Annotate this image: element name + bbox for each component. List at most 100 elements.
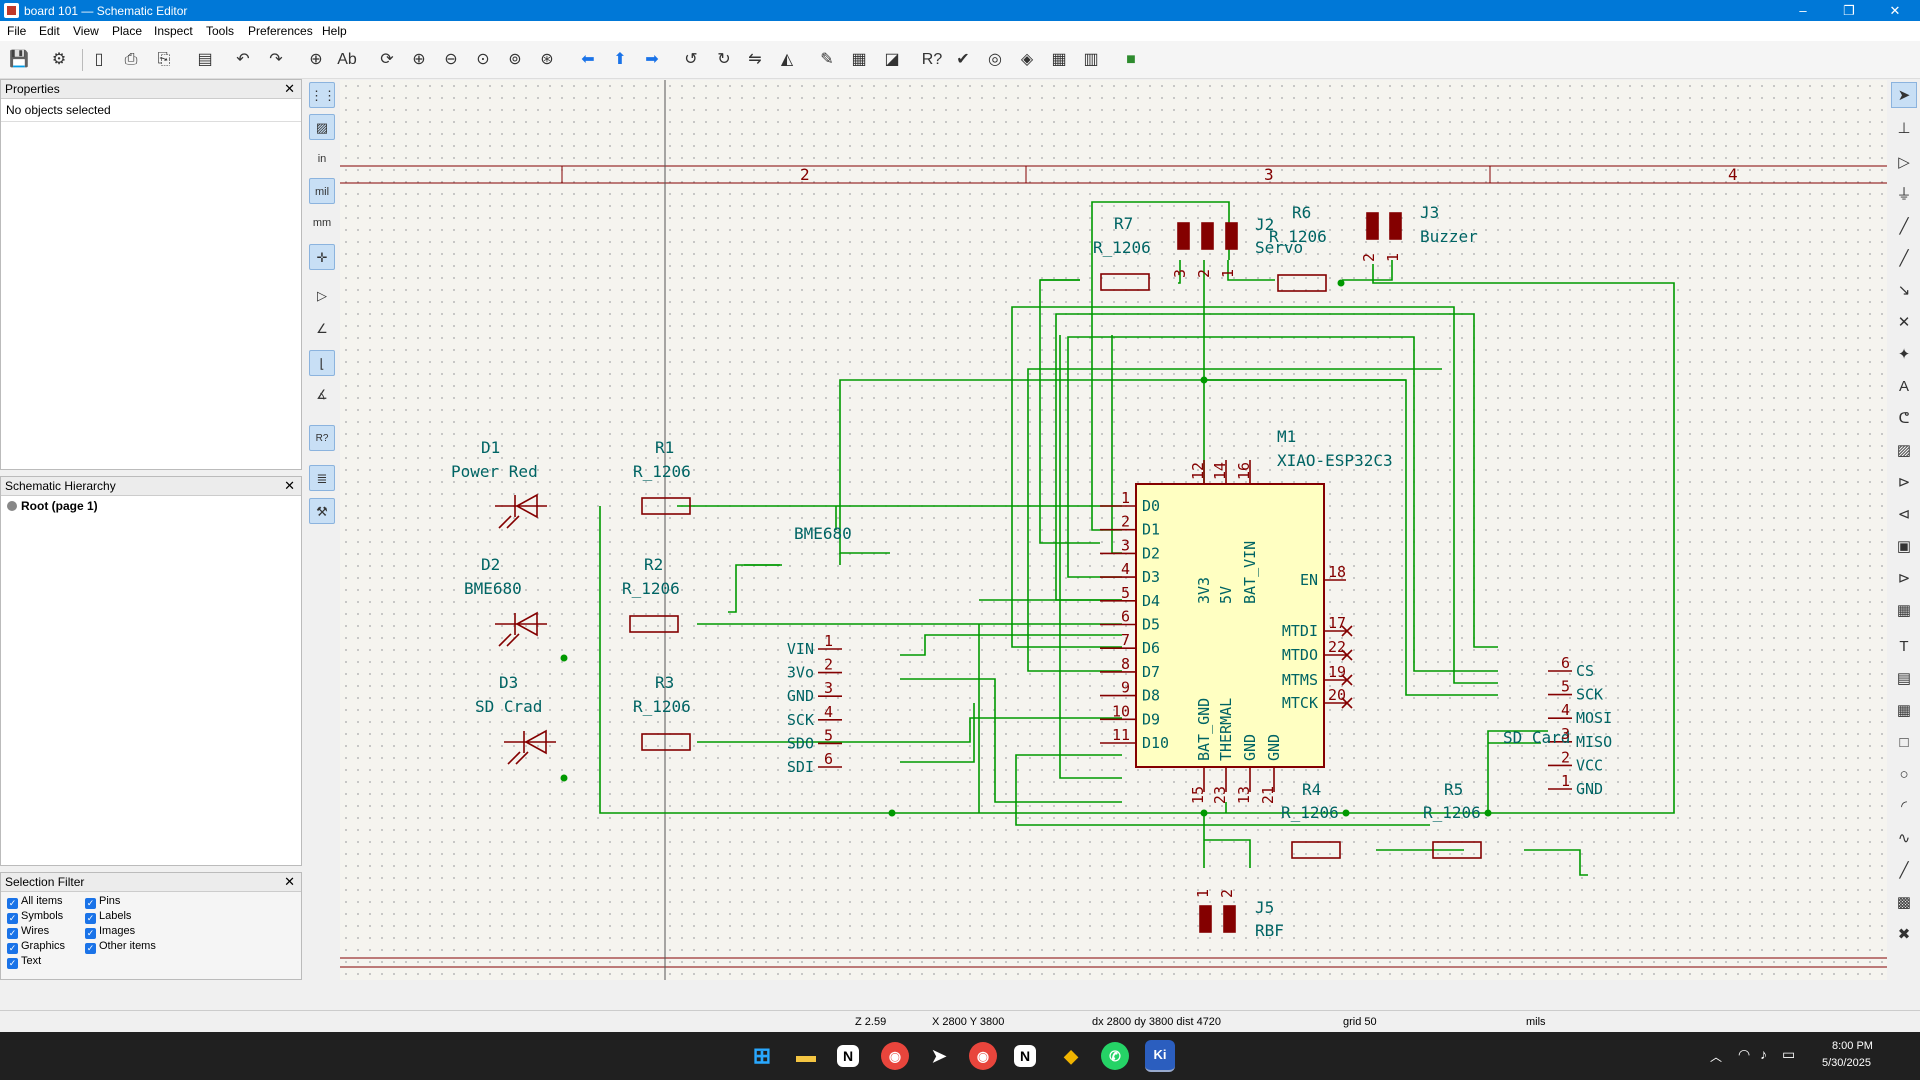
wire[interactable] [1059,335,1122,779]
add-symbol-icon[interactable]: ▷ [1898,154,1910,171]
wire[interactable] [1524,849,1588,876]
add-arc-icon[interactable]: ◜ [1901,798,1907,815]
filter-all-items[interactable]: ✓All items [7,895,63,909]
footprint-editor-icon[interactable]: ◪ [884,51,900,68]
menu-inspect[interactable]: Inspect [154,24,193,38]
clock-date[interactable]: 5/30/2025 [1822,1057,1871,1069]
checkbox-icon[interactable]: ✓ [85,928,96,939]
minimize-button[interactable]: – [1799,3,1807,18]
menu-help[interactable]: Help [322,24,347,38]
zoom-out-icon[interactable]: ⊖ [444,51,458,68]
zoom-in-icon[interactable]: ⊕ [412,51,426,68]
hierarchy-navigator-icon[interactable]: ≣ [309,465,335,491]
wire[interactable] [1067,336,1498,672]
r6-ref[interactable]: R6 [1292,203,1311,222]
menu-edit[interactable]: Edit [39,24,60,38]
menu-tools[interactable]: Tools [206,24,235,38]
filter-images[interactable]: ✓Images [85,925,135,939]
checkbox-icon[interactable]: ✓ [7,913,18,924]
cursor-style-icon[interactable]: ✛ [309,244,335,270]
sd-card-name[interactable]: SD Card [1503,728,1570,747]
wire[interactable] [1055,313,1498,648]
generate-bom-icon[interactable]: ▥ [1083,51,1099,68]
add-bus-icon[interactable]: ╱ [1899,250,1909,267]
add-power-icon[interactable]: ⏚ [1896,186,1912,203]
checkbox-icon[interactable]: ✓ [7,943,18,954]
resistor-body[interactable] [629,615,679,633]
j3-ref[interactable]: J3 [1420,203,1439,222]
d1-value[interactable]: Power Red [451,462,538,481]
assign-footprints-icon[interactable]: ◎ [988,51,1002,68]
rotate-cw-icon[interactable]: ↻ [717,51,731,68]
menu-place[interactable]: Place [112,24,143,38]
menu-view[interactable]: View [73,24,99,38]
filter-pins[interactable]: ✓Pins [85,895,120,909]
windows-start-icon[interactable]: ⊞ [752,1043,772,1068]
r4-ref[interactable]: R4 [1302,780,1321,799]
wire[interactable] [728,564,782,613]
git-app-icon[interactable]: ◆ [1064,1046,1078,1066]
find-icon[interactable]: ⊕ [309,51,323,68]
r2-value[interactable]: R_1206 [622,579,680,598]
connector-pin[interactable] [1223,905,1236,933]
rule-area-icon[interactable]: ▨ [1896,442,1912,459]
chrome-profile-icon[interactable]: ◉ [969,1042,997,1070]
hierarchy-root[interactable]: Root (page 1) [1,496,301,516]
global-label-icon[interactable]: ⊳ [1897,474,1911,491]
hierarchical-sheet-icon[interactable]: ▣ [1896,538,1912,555]
filter-graphics[interactable]: ✓Graphics [7,940,65,954]
erc-icon[interactable]: ✔ [956,51,970,68]
line-mode-45-icon[interactable]: ∡ [316,387,328,402]
add-rectangle-icon[interactable]: □ [1899,734,1909,751]
chrome-icon[interactable]: ◉ [881,1042,909,1070]
bus-entry-icon[interactable]: ↘ [1897,282,1911,299]
properties-manager-icon[interactable]: ⚒ [309,498,335,524]
menu-preferences[interactable]: Preferences [248,24,313,38]
r1-ref[interactable]: R1 [655,438,674,457]
hierarchical-label-icon[interactable]: ⊲ [1897,506,1911,523]
r5-body[interactable] [1432,841,1482,859]
wire[interactable] [839,379,1498,696]
plot-icon[interactable]: ⎘ [157,51,171,68]
mirror-vertical-icon[interactable]: ⇋ [748,51,762,68]
unit-mm-button[interactable]: mm [312,217,332,229]
connector-pin[interactable] [1389,212,1402,240]
r1-value[interactable]: R_1206 [633,462,691,481]
resistor-body[interactable] [641,733,691,751]
resistor-body[interactable] [641,497,691,515]
add-junction-icon[interactable]: ✦ [1897,346,1911,363]
r5-value[interactable]: R_1206 [1423,803,1481,822]
checkbox-icon[interactable]: ✓ [85,943,96,954]
add-image-icon[interactable]: ▩ [1896,894,1912,911]
add-textbox-icon[interactable]: ▤ [1896,670,1912,687]
checkbox-icon[interactable]: ✓ [7,898,18,909]
r3-ref[interactable]: R3 [655,673,674,692]
menu-file[interactable]: File [7,24,27,38]
show-pins-icon[interactable]: ▷ [317,288,327,303]
r5-ref[interactable]: R5 [1444,780,1463,799]
r3-value[interactable]: R_1206 [633,697,691,716]
mirror-horizontal-icon[interactable]: ◭ [780,51,794,68]
j2-ref[interactable]: J2 [1255,215,1274,234]
wire[interactable] [1178,260,1181,284]
battery-icon[interactable]: ▭ [1782,1046,1796,1062]
r6-value[interactable]: R_1206 [1269,227,1327,246]
filter-wires[interactable]: ✓Wires [7,925,49,939]
add-circle-icon[interactable]: ○ [1899,766,1909,783]
r4-value[interactable]: R_1206 [1281,803,1339,822]
add-bezier-icon[interactable]: ∿ [1897,830,1911,847]
r6-body[interactable] [1277,274,1327,292]
sheet-pin-icon[interactable]: ⊳ [1897,570,1911,587]
highlight-net-icon[interactable]: ⊥ [1897,120,1911,137]
r4-body[interactable] [1291,841,1341,859]
checkbox-icon[interactable]: ✓ [85,913,96,924]
zoom-objects-icon[interactable]: ⊚ [508,51,522,68]
add-table-icon[interactable]: ▦ [1896,702,1912,719]
clock-time[interactable]: 8:00 PM [1832,1040,1873,1052]
d1-ref[interactable]: D1 [481,438,500,457]
filter-symbols[interactable]: ✓Symbols [7,910,63,924]
save-icon[interactable]: 💾 [9,51,29,68]
wire[interactable] [1204,839,1251,868]
annotate-icon[interactable]: R? [921,51,943,68]
wire[interactable] [900,703,975,763]
